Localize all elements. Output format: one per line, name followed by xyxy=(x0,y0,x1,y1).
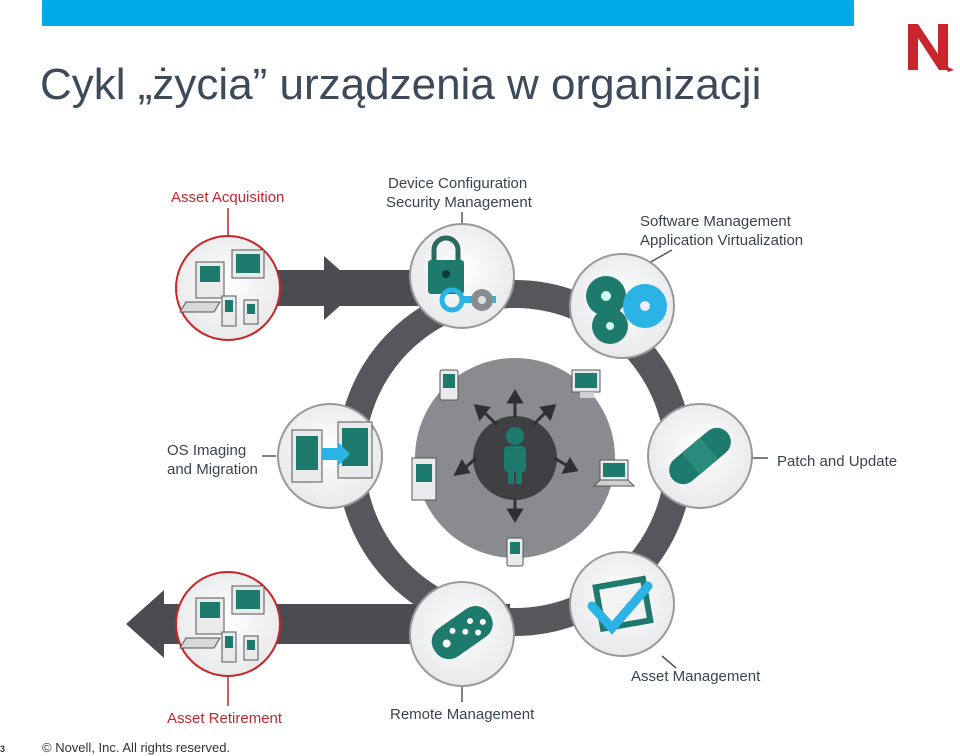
footer-copyright: © Novell, Inc. All rights reserved. xyxy=(42,740,231,755)
novell-logo-icon xyxy=(908,24,954,72)
slide-title: Cykl „życia” urządzenia w organizacji xyxy=(40,60,762,109)
os-imaging-node xyxy=(262,403,383,509)
desktop-devices-icon xyxy=(179,585,265,663)
remote-management-node xyxy=(409,581,515,702)
label-asset-acquisition: Asset Acquisition xyxy=(171,189,285,206)
user-icon xyxy=(504,427,526,484)
monitor-icon xyxy=(571,369,601,398)
phone-icon xyxy=(506,537,524,567)
label-and-migration: and Migration xyxy=(167,461,258,478)
clipboard-check-icon xyxy=(587,575,654,635)
software-management-node xyxy=(569,249,675,359)
server-tower-icon xyxy=(411,457,437,501)
patch-update-node xyxy=(647,403,768,509)
label-security-management: Security Management xyxy=(386,194,532,211)
label-patch-update: Patch and Update xyxy=(777,453,898,470)
cd-discs-icon xyxy=(586,276,667,344)
laptop-icon xyxy=(592,459,636,487)
label-remote-management: Remote Management xyxy=(390,706,535,723)
asset-acquisition-node xyxy=(175,208,281,341)
asset-retirement-node xyxy=(175,571,281,706)
hub-arrows xyxy=(453,389,579,523)
label-os-imaging: OS Imaging xyxy=(167,442,247,459)
label-device-configuration: Device Configuration xyxy=(388,175,528,192)
remote-control-icon xyxy=(431,606,493,660)
label-asset-management: Asset Management xyxy=(631,668,761,685)
label-software-management: Software Management xyxy=(640,213,791,230)
accent-bar xyxy=(42,0,854,26)
server-migration-icon xyxy=(291,421,373,483)
label-application-virtualization: Application Virtualization xyxy=(640,232,804,249)
asset-management-node xyxy=(569,551,677,669)
padlock-key-icon xyxy=(428,235,496,313)
device-configuration-node xyxy=(409,212,515,329)
page-number: 3 xyxy=(0,744,6,754)
bandage-patch-icon xyxy=(669,427,731,485)
label-asset-retirement: Asset Retirement xyxy=(167,710,283,727)
pda-icon xyxy=(439,369,459,401)
desktop-devices-icon xyxy=(179,249,265,327)
